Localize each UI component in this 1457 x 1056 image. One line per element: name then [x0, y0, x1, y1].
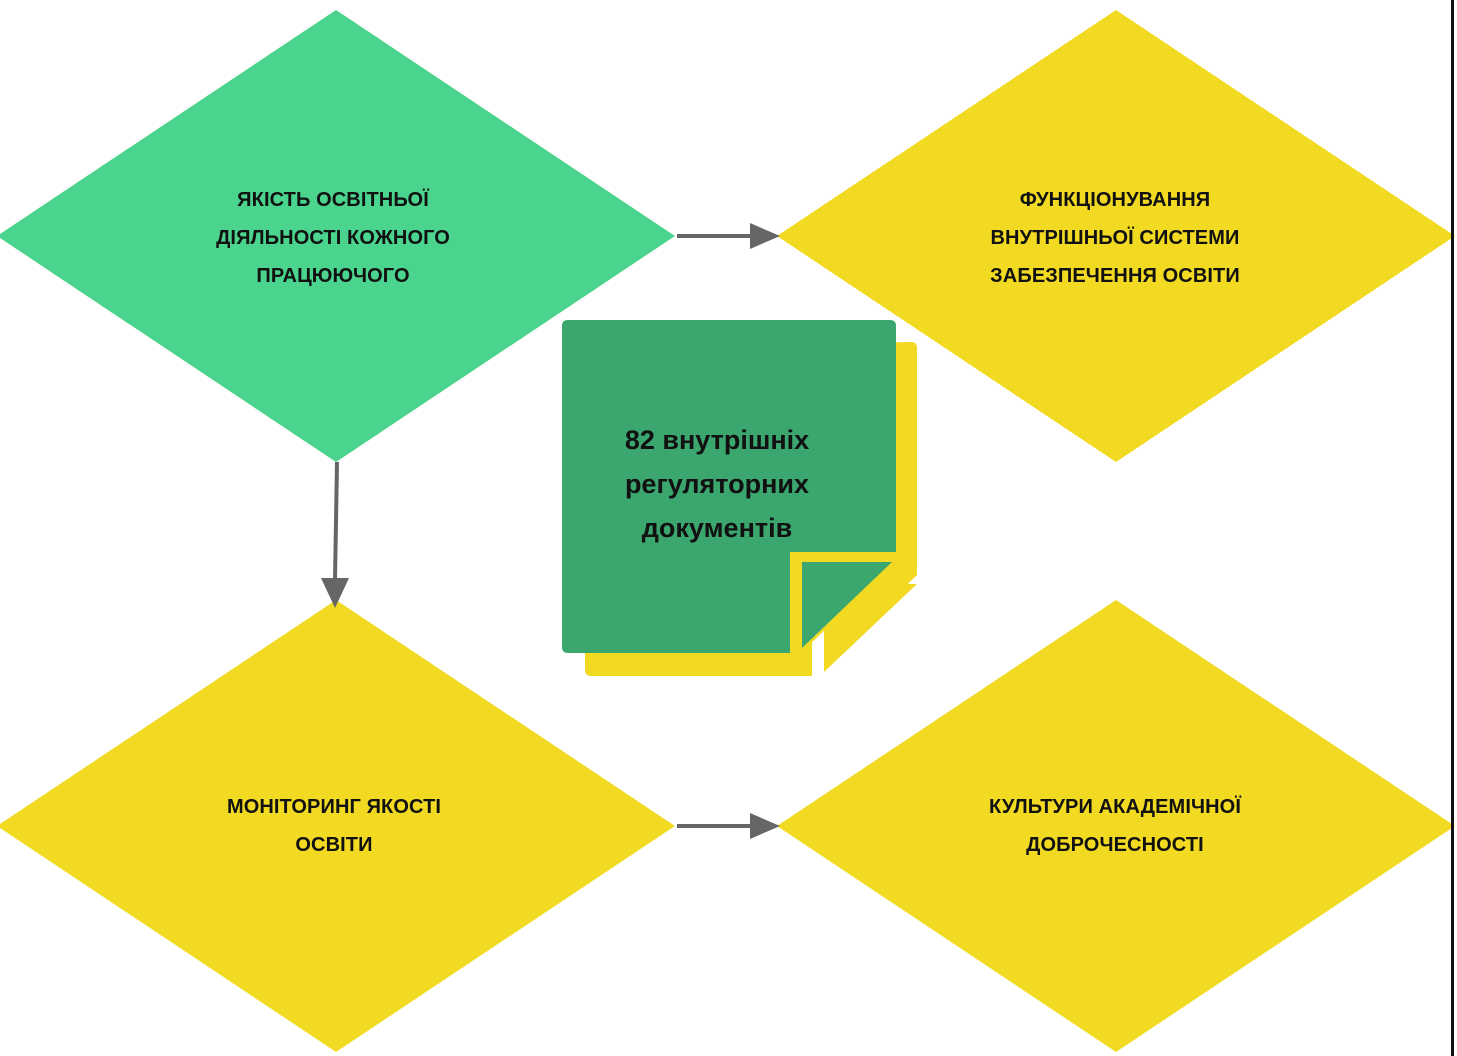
- diamond-monitoring: [0, 600, 675, 1052]
- node-monitoring-line-2: ОСВІТИ: [295, 834, 373, 856]
- frame-right-border: [1451, 0, 1454, 1056]
- node-academic-integrity-label: КУЛЬТУРИ АКАДЕМІЧНОЇ ДОБРОЧЕСНОСТІ: [930, 788, 1300, 864]
- note-line-3: документів: [641, 513, 793, 543]
- node-internal-line-3: ЗАБЕЗПЕЧЕННЯ ОСВІТИ: [990, 265, 1240, 287]
- diamond-academic-integrity: [777, 600, 1455, 1052]
- node-internal-line-1: ФУНКЦІОНУВАННЯ: [1019, 189, 1211, 211]
- sticky-note-fold: [802, 562, 892, 648]
- node-quality-of-activity-label: ЯКІСТЬ ОСВІТНЬОЇ ДІЯЛЬНОСТІ КОЖНОГО ПРАЦ…: [183, 181, 483, 295]
- node-internal-line-2: ВНУТРІШНЬОЇ СИСТЕМИ: [990, 227, 1240, 249]
- node-integrity-line-1: КУЛЬТУРИ АКАДЕМІЧНОЇ: [989, 796, 1241, 818]
- arrow-left-down: [321, 461, 349, 608]
- node-internal-system-label: ФУНКЦІОНУВАННЯ ВНУТРІШНЬОЇ СИСТЕМИ ЗАБЕЗ…: [935, 181, 1295, 295]
- diamond-quality-of-activity: [0, 10, 675, 462]
- node-integrity-line-2: ДОБРОЧЕСНОСТІ: [1026, 834, 1204, 856]
- node-quality-line-3: ПРАЦЮЮЧОГО: [256, 265, 410, 287]
- arrow-top-right: [677, 223, 780, 249]
- documents-note-label: 82 внутрішніх регуляторних документів: [572, 418, 862, 550]
- node-monitoring-line-1: МОНІТОРИНГ ЯКОСТІ: [226, 796, 442, 818]
- note-line-1: 82 внутрішніх: [624, 425, 810, 455]
- node-quality-line-2: ДІЯЛЬНОСТІ КОЖНОГО: [216, 227, 450, 249]
- sticky-note-icon: [562, 320, 917, 676]
- node-quality-line-1: ЯКІСТЬ ОСВІТНЬОЇ: [237, 189, 429, 211]
- diamond-internal-system: [777, 10, 1455, 462]
- node-monitoring-label: МОНІТОРИНГ ЯКОСТІ ОСВІТИ: [184, 788, 484, 864]
- arrow-bottom-right: [677, 813, 780, 839]
- note-line-2: регуляторних: [624, 469, 810, 499]
